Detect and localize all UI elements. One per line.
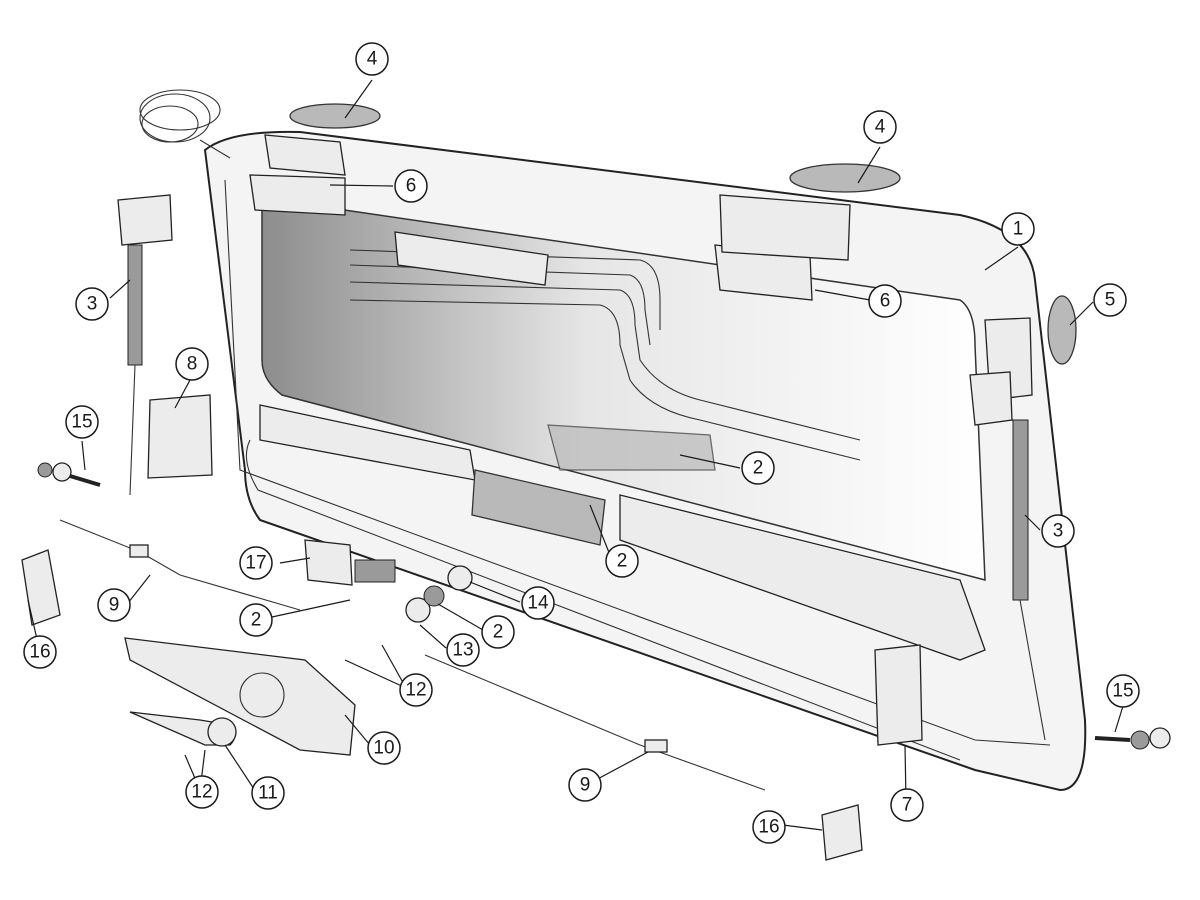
svg-text:7: 7 bbox=[902, 795, 913, 816]
callout-c7a: 7 bbox=[890, 788, 924, 822]
svg-text:8: 8 bbox=[187, 354, 198, 375]
wire-harness bbox=[139, 89, 231, 159]
callout-c8a: 8 bbox=[175, 347, 209, 381]
hinge-plate-top-left bbox=[264, 134, 346, 176]
callout-c2a: 2 bbox=[741, 451, 775, 485]
svg-text:4: 4 bbox=[875, 117, 886, 138]
svg-text:1: 1 bbox=[1013, 219, 1024, 240]
callout-c1a: 1 bbox=[1001, 212, 1035, 246]
svg-text:15: 15 bbox=[71, 412, 92, 433]
callout-c17a: 17 bbox=[239, 546, 273, 580]
svg-text:14: 14 bbox=[527, 593, 549, 614]
interior-handle-bezel bbox=[394, 231, 549, 286]
callout-c15b: 15 bbox=[1106, 674, 1140, 708]
callout-c12b: 12 bbox=[399, 673, 433, 707]
svg-text:10: 10 bbox=[373, 738, 394, 759]
lock-retainer-2 bbox=[423, 585, 445, 607]
svg-text:9: 9 bbox=[580, 775, 591, 796]
callout-c2d: 2 bbox=[481, 615, 515, 649]
callout-c2b: 2 bbox=[605, 544, 639, 578]
svg-text:15: 15 bbox=[1112, 681, 1133, 702]
latch-right bbox=[874, 644, 923, 746]
rod-clip-left bbox=[129, 544, 149, 558]
svg-text:16: 16 bbox=[758, 817, 779, 838]
actuator-17 bbox=[304, 539, 353, 586]
callout-c16b: 16 bbox=[752, 810, 786, 844]
latch-rod-left bbox=[59, 519, 301, 611]
callout-c3b: 3 bbox=[1041, 514, 1075, 548]
rod-clip-right bbox=[644, 739, 668, 753]
svg-text:13: 13 bbox=[452, 640, 473, 661]
svg-text:4: 4 bbox=[367, 49, 378, 70]
svg-text:2: 2 bbox=[251, 610, 262, 631]
svg-text:2: 2 bbox=[617, 551, 628, 572]
svg-text:3: 3 bbox=[1053, 521, 1064, 542]
release-lever-pivot bbox=[207, 717, 237, 747]
support-strut-left bbox=[117, 194, 173, 496]
hinge-left bbox=[249, 174, 346, 216]
striker-bracket-right bbox=[821, 804, 863, 861]
hinge-pad-left bbox=[289, 103, 381, 129]
svg-text:2: 2 bbox=[753, 458, 764, 479]
svg-text:16: 16 bbox=[29, 642, 50, 663]
svg-text:17: 17 bbox=[245, 553, 266, 574]
callout-c13a: 13 bbox=[446, 633, 480, 667]
lock-motor bbox=[354, 559, 396, 583]
lock-nut-13 bbox=[405, 597, 431, 623]
callout-c15a: 15 bbox=[65, 405, 99, 439]
hinge-pad-right bbox=[789, 163, 901, 193]
callout-c4a: 4 bbox=[355, 42, 389, 76]
callout-c12a: 12 bbox=[185, 775, 219, 809]
callout-c11a: 11 bbox=[251, 776, 285, 810]
handle-plate-center bbox=[471, 469, 606, 546]
svg-text:2: 2 bbox=[493, 622, 504, 643]
support-strut-right bbox=[969, 371, 1046, 741]
striker-bolt-left bbox=[37, 462, 101, 487]
svg-text:9: 9 bbox=[109, 595, 120, 616]
svg-text:11: 11 bbox=[258, 783, 278, 804]
striker-bracket-left bbox=[21, 549, 61, 626]
svg-text:12: 12 bbox=[191, 782, 212, 803]
handle-recess bbox=[547, 424, 716, 471]
callout-c2c: 2 bbox=[239, 603, 273, 637]
callout-c6a: 6 bbox=[394, 169, 428, 203]
hinge-plate-top-right bbox=[719, 194, 851, 261]
svg-text:5: 5 bbox=[1105, 290, 1116, 311]
callout-c9b: 9 bbox=[568, 768, 602, 802]
callout-c6b: 6 bbox=[868, 284, 902, 318]
svg-text:12: 12 bbox=[405, 680, 426, 701]
lower-trim-right bbox=[619, 494, 986, 661]
callout-c5a: 5 bbox=[1093, 283, 1127, 317]
hinge-pad-side bbox=[1047, 295, 1077, 365]
callout-c4b: 4 bbox=[863, 110, 897, 144]
callout-c9a: 9 bbox=[97, 588, 131, 622]
striker-bolt-right bbox=[1094, 727, 1171, 750]
latch-rod-right bbox=[424, 654, 766, 791]
handle-bracket-hole bbox=[239, 672, 285, 718]
lock-cylinder-14 bbox=[447, 565, 473, 591]
callout-c16a: 16 bbox=[23, 635, 57, 669]
latch-left bbox=[147, 394, 213, 479]
svg-text:6: 6 bbox=[406, 176, 417, 197]
svg-text:6: 6 bbox=[880, 291, 891, 312]
svg-text:3: 3 bbox=[87, 294, 98, 315]
callout-c10a: 10 bbox=[367, 731, 401, 765]
callout-c14a: 14 bbox=[521, 586, 555, 620]
callout-c3a: 3 bbox=[75, 287, 109, 321]
